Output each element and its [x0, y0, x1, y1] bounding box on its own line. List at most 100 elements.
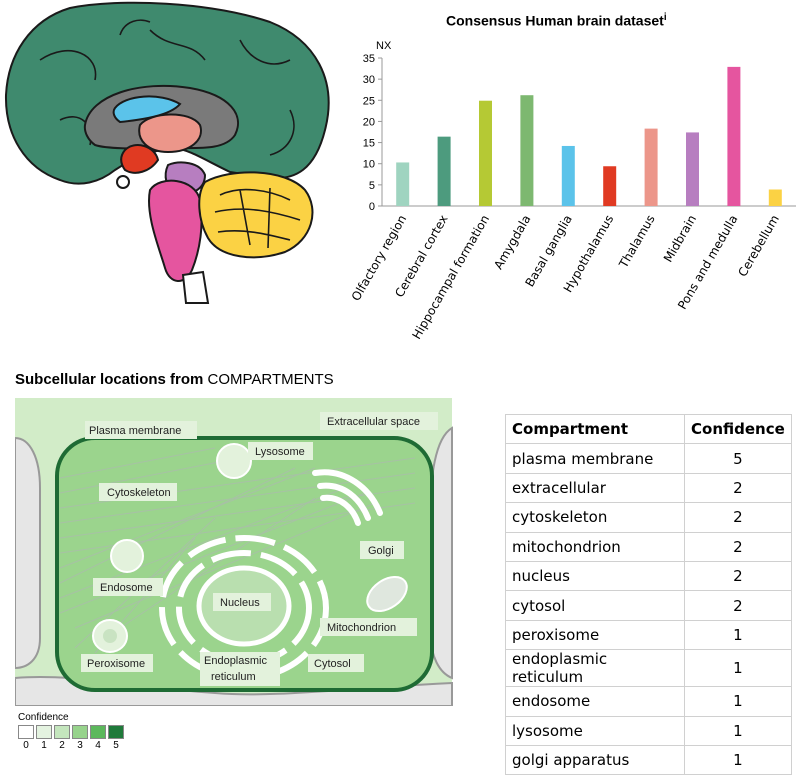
table-header-row: Compartment Confidence [505, 413, 792, 445]
legend-item: 0 [18, 725, 34, 751]
label-peroxisome: Peroxisome [87, 658, 145, 670]
y-tick-label: 25 [363, 95, 375, 107]
confidence-cell: 2 [684, 531, 792, 562]
compartment-cell: mitochondrion [505, 531, 685, 562]
y-tick-label: 10 [363, 159, 375, 171]
label-nucleus: Nucleus [220, 597, 260, 609]
legend-level-label: 1 [41, 740, 47, 751]
legend-swatch [36, 725, 52, 739]
legend-item: 3 [72, 725, 88, 751]
bar-amygdala[interactable] [520, 95, 534, 206]
x-tick-label: Cerebellum [735, 213, 782, 280]
compartment-cell: golgi apparatus [505, 744, 685, 775]
y-axis-label: NX [376, 40, 392, 52]
y-tick-label: 30 [363, 74, 375, 86]
label-cytosol: Cytosol [314, 658, 351, 670]
legend-level-label: 4 [95, 740, 101, 751]
y-tick-label: 35 [363, 53, 375, 65]
y-tick-label: 0 [369, 201, 375, 213]
header-compartment: Compartment [505, 413, 685, 445]
bar-thalamus[interactable] [644, 128, 658, 206]
legend-item: 5 [108, 725, 124, 751]
confidence-cell: 2 [684, 502, 792, 533]
label-er-line2: reticulum [211, 671, 256, 683]
label-golgi: Golgi [368, 545, 394, 557]
x-tick-label: Hippocampal formation [409, 213, 492, 342]
lysosome-shape [216, 443, 252, 479]
confidence-cell: 2 [684, 472, 792, 504]
chart-title: Consensus Human brain dataseti [446, 12, 667, 29]
bar-hypothalamus[interactable] [603, 166, 617, 206]
y-tick-label: 15 [363, 138, 375, 150]
label-plasma-membrane: Plasma membrane [89, 425, 181, 437]
compartment-cell: endoplasmic reticulum [505, 649, 685, 688]
brainstem-shape [181, 270, 210, 304]
y-tick-label: 5 [369, 180, 375, 192]
bar-cerebellum[interactable] [768, 189, 782, 206]
compartment-cell: cytosol [505, 590, 685, 621]
compartment-cell: plasma membrane [505, 443, 685, 474]
confidence-cell: 1 [684, 619, 792, 651]
legend-level-label: 2 [59, 740, 65, 751]
legend-swatch [72, 725, 88, 739]
bar-hippocampal-formation[interactable] [479, 100, 492, 206]
compartment-cell: nucleus [505, 560, 685, 592]
bar-basal-ganglia[interactable] [561, 145, 575, 206]
cerebellum-shape [198, 171, 314, 259]
bar-pons-and-medulla[interactable] [727, 66, 741, 206]
label-endosome: Endosome [100, 582, 153, 594]
confidence-cell: 5 [684, 443, 792, 474]
legend-level-label: 3 [77, 740, 83, 751]
legend-item: 1 [36, 725, 52, 751]
hypothalamus-shape [120, 144, 160, 174]
label-mitochondrion: Mitochondrion [327, 622, 396, 634]
pons-medulla-shape [148, 179, 203, 282]
compartment-cell: endosome [505, 686, 685, 717]
compartment-cell: extracellular [505, 472, 685, 504]
label-cytoskeleton: Cytoskeleton [107, 487, 171, 499]
legend-item: 2 [54, 725, 70, 751]
bar-midbrain[interactable] [686, 132, 699, 206]
bar-cerebral-cortex[interactable] [437, 136, 451, 206]
label-lysosome: Lysosome [255, 446, 305, 458]
confidence-cell: 1 [684, 715, 792, 746]
endosome-shape [110, 539, 144, 573]
brain-illustration [4, 1, 330, 304]
mitochondrion-shape [366, 575, 408, 613]
subcellular-section-title: Subcellular locations from COMPARTMENTS [15, 371, 334, 388]
compartment-cell: cytoskeleton [505, 502, 685, 533]
legend-swatch [18, 725, 34, 739]
cell-illustration: Plasma membrane Extracellular space Lyso… [15, 398, 453, 706]
y-tick-label: 20 [363, 116, 375, 128]
thalamus-shape [138, 113, 202, 154]
golgi-shape [312, 469, 383, 526]
olfactory-bulb-shape [116, 175, 130, 189]
x-tick-label: Thalamus [616, 213, 658, 272]
confidence-cell: 1 [684, 744, 792, 775]
legend-swatch [108, 725, 124, 739]
confidence-cell: 2 [684, 560, 792, 592]
compartment-cell: peroxisome [505, 619, 685, 651]
legend-swatch [54, 725, 70, 739]
legend-level-label: 5 [113, 740, 119, 751]
label-er-line1: Endoplasmic [204, 655, 267, 667]
legend-level-label: 0 [23, 740, 29, 751]
x-tick-label: Amygdala [491, 213, 533, 272]
neighbor-cell-left [15, 436, 41, 670]
bar-olfactory-region[interactable] [396, 162, 410, 206]
confidence-cell: 2 [684, 590, 792, 621]
compartment-cell: lysosome [505, 715, 685, 746]
confidence-cell: 1 [684, 686, 792, 717]
header-confidence: Confidence [684, 413, 792, 445]
